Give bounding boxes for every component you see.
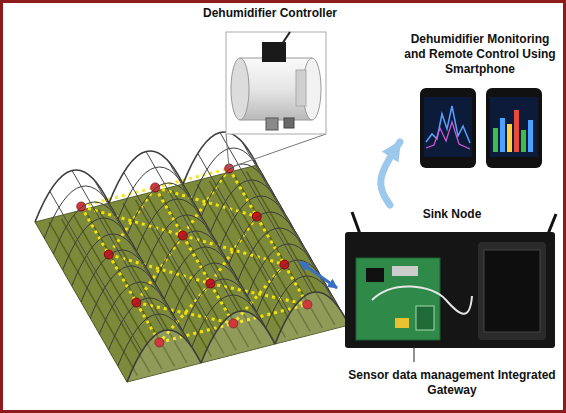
- controller-antenna: [282, 32, 290, 44]
- node-label: Dehumidifier Monitoring and Remote Contr…: [404, 32, 556, 77]
- greenhouse-purlin: [198, 153, 290, 313]
- wireless-link: [136, 303, 233, 324]
- wireless-link: [210, 284, 307, 305]
- node-label: Dehumidifier Controller: [203, 6, 337, 21]
- device-antenna: [548, 214, 556, 234]
- controller-connector: [266, 118, 278, 130]
- chip: [366, 268, 384, 282]
- greenhouse-rib: [137, 199, 211, 251]
- greenhouse-rib: [127, 183, 201, 235]
- greenhouse-purlin: [50, 191, 142, 351]
- wireless-link: [81, 207, 183, 236]
- greenhouse-rib: [53, 202, 127, 254]
- greenhouse-rib: [72, 234, 146, 286]
- curved-arrow: [381, 142, 400, 205]
- wireless-link: [109, 255, 211, 284]
- greenhouse-rib: [63, 218, 137, 270]
- greenhouse-rib: [238, 228, 312, 280]
- screen-bar: [521, 130, 526, 152]
- greenhouse-purlin: [94, 180, 186, 340]
- greenhouse-rib: [220, 196, 294, 248]
- greenhouse-rib: [275, 292, 349, 344]
- greenhouse-purlin: [124, 172, 216, 332]
- sensor-dot: [280, 260, 289, 269]
- greenhouse-rib: [164, 247, 238, 299]
- wireless-link: [257, 217, 285, 265]
- greenhouse: [35, 132, 349, 382]
- controller-callout: Dehumidifier Controller: [195, 4, 345, 140]
- greenhouse-rib: [44, 186, 118, 238]
- zoom-frame: [226, 32, 326, 134]
- cable: [372, 286, 472, 313]
- phone-screen: [490, 97, 538, 157]
- wireless-link: [183, 236, 285, 265]
- greenhouse-rib: [81, 250, 155, 302]
- screen-bar: [493, 128, 498, 152]
- controller-vent: [296, 70, 306, 106]
- wireless-link: [183, 236, 211, 284]
- screen-graph: [426, 122, 470, 149]
- zoom-leader-line: [229, 134, 326, 168]
- wireless-link: [81, 207, 109, 255]
- controller-body: [240, 58, 312, 120]
- wireless-link: [109, 255, 137, 303]
- smartphone-panel: Dehumidifier Monitoring and Remote Contr…: [400, 30, 560, 170]
- greenhouse-rib: [173, 263, 247, 315]
- controller-connector: [284, 118, 294, 128]
- screen-bar: [500, 118, 505, 152]
- sensor-dot: [104, 250, 113, 259]
- greenhouse-rib: [183, 132, 257, 184]
- greenhouse-rib: [201, 311, 275, 363]
- circuit-board: [356, 258, 440, 340]
- greenhouse-rib: [35, 170, 109, 222]
- controller-end: [231, 58, 249, 120]
- wireless-link: [155, 188, 257, 217]
- greenhouse-purlin: [220, 133, 312, 293]
- greenhouse-purlin: [168, 161, 260, 321]
- screen-bar: [528, 120, 533, 152]
- crop-row: [210, 181, 298, 335]
- sensor-dot: [132, 298, 141, 307]
- smartphone: [420, 88, 476, 168]
- tablet-screen: [484, 250, 540, 332]
- sensor-dot: [252, 212, 261, 221]
- gateway-case: [345, 232, 555, 348]
- controller-module: [262, 42, 286, 62]
- smartphone: [486, 88, 542, 168]
- node-label: Sink Node: [423, 207, 482, 222]
- greenhouse-rib: [90, 266, 164, 318]
- screen-bar: [514, 110, 519, 152]
- greenhouse-rib: [201, 164, 275, 216]
- greenhouse-rib: [211, 180, 285, 232]
- screen-graph: [426, 106, 470, 143]
- greenhouse-rib: [192, 148, 266, 200]
- wireless-link: [229, 169, 257, 217]
- greenhouse-rib: [118, 167, 192, 219]
- sub-board: [416, 306, 434, 330]
- greenhouse-rib: [146, 215, 220, 267]
- greenhouse-rib: [127, 330, 201, 382]
- device-antenna: [352, 212, 360, 234]
- phone-screen: [424, 97, 472, 157]
- screen-bar: [507, 124, 512, 152]
- node-caption: Sensor data management Integrated Gatewa…: [344, 368, 560, 398]
- pointer-line: [414, 345, 415, 362]
- sensor-dot: [178, 231, 187, 240]
- greenhouse-rib: [109, 151, 183, 203]
- greenhouse-rib: [155, 231, 229, 283]
- gateway-tablet: [478, 242, 546, 340]
- sink-node: Sink NodeSensor data management Integrat…: [340, 205, 564, 400]
- greenhouse-rib: [99, 282, 173, 334]
- zoom-leader-line: [226, 134, 229, 168]
- greenhouse-rib: [229, 212, 303, 264]
- data-link-arrow: [300, 262, 337, 288]
- sensor-dot: [206, 279, 215, 288]
- connector: [392, 266, 418, 276]
- wireless-link: [155, 188, 183, 236]
- connector: [395, 318, 409, 328]
